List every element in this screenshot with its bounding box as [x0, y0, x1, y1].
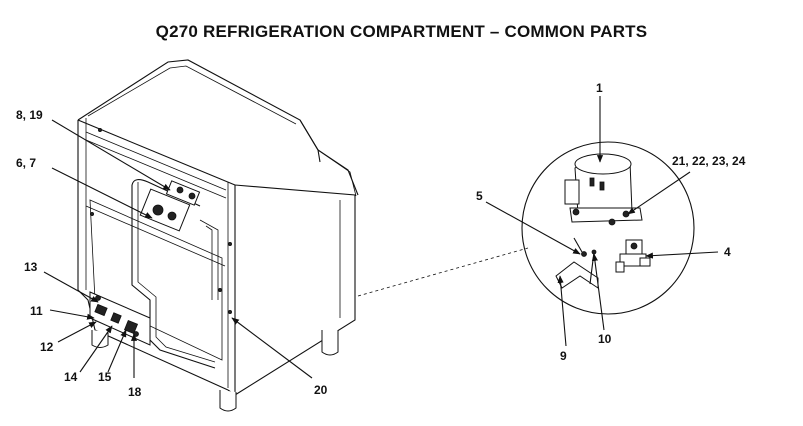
callout-21-24: 21, 22, 23, 24	[672, 154, 746, 168]
callout-9: 9	[560, 349, 567, 363]
callout-5: 5	[476, 189, 483, 203]
callout-20: 20	[314, 383, 328, 397]
callout-4: 4	[724, 245, 731, 259]
refrigeration-cabinet	[77, 59, 359, 412]
callout-14: 14	[64, 370, 78, 384]
callout-8-19: 8, 19	[16, 108, 43, 122]
callout-6-7: 6, 7	[16, 156, 36, 170]
callout-1: 1	[596, 81, 603, 95]
water-valve-part	[615, 239, 651, 273]
diagram-title: Q270 REFRIGERATION COMPARTMENT – COMMON …	[155, 22, 648, 41]
leader-lines	[43, 96, 719, 379]
callout-18: 18	[128, 385, 142, 399]
compressor-part	[564, 153, 643, 226]
callout-12: 12	[40, 340, 54, 354]
bracket-part	[555, 249, 599, 289]
callout-11: 11	[30, 304, 43, 318]
detail-circle	[521, 141, 695, 315]
callout-13: 13	[24, 260, 38, 274]
magnified-detail	[521, 141, 695, 315]
callout-15: 15	[98, 370, 112, 384]
thermostat-bulb-part	[573, 237, 587, 257]
callout-10: 10	[598, 332, 612, 346]
zoom-connector-line	[357, 247, 529, 297]
